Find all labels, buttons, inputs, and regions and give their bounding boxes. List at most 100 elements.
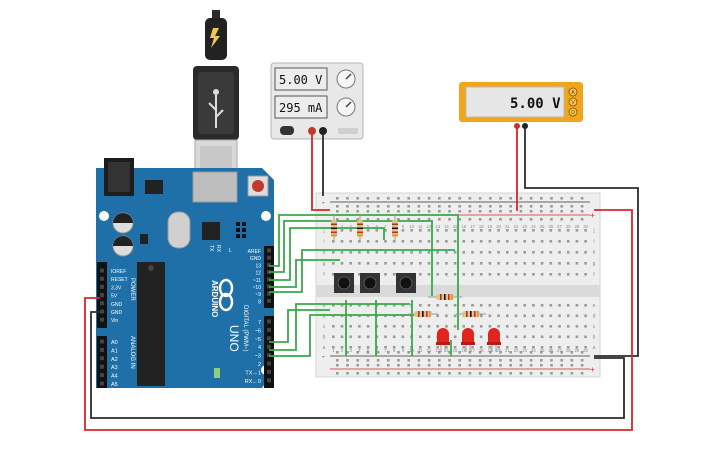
- grid-hole[interactable]: [462, 251, 466, 254]
- rail-hole[interactable]: [458, 359, 461, 362]
- grid-hole[interactable]: [584, 262, 587, 265]
- grid-hole[interactable]: [410, 262, 413, 265]
- grid-hole[interactable]: [479, 335, 483, 339]
- grid-hole[interactable]: [366, 240, 370, 243]
- grid-hole[interactable]: [358, 273, 361, 276]
- grid-hole[interactable]: [584, 325, 587, 328]
- rail-hole[interactable]: [356, 359, 359, 362]
- rail-hole[interactable]: [438, 205, 441, 208]
- grid-hole[interactable]: [427, 304, 431, 307]
- rail-hole[interactable]: [468, 210, 472, 213]
- grid-hole[interactable]: [497, 251, 500, 254]
- rail-hole[interactable]: [540, 359, 543, 362]
- rail-hole[interactable]: [519, 210, 523, 213]
- grid-hole[interactable]: [401, 335, 405, 339]
- rail-hole[interactable]: [458, 364, 461, 367]
- rail-hole[interactable]: [346, 197, 349, 200]
- meter-mode-button[interactable]: [568, 87, 578, 97]
- grid-hole[interactable]: [549, 314, 553, 318]
- rail-hole[interactable]: [478, 210, 482, 213]
- grid-hole[interactable]: [566, 325, 570, 328]
- grid-hole[interactable]: [436, 304, 439, 307]
- grid-hole[interactable]: [436, 273, 439, 276]
- grid-hole[interactable]: [584, 273, 587, 276]
- grid-hole[interactable]: [558, 335, 561, 339]
- rail-hole[interactable]: [550, 197, 553, 200]
- rail-hole[interactable]: [397, 372, 400, 375]
- header-pin[interactable]: [267, 319, 271, 324]
- rail-hole[interactable]: [336, 197, 339, 200]
- grid-hole[interactable]: [584, 335, 587, 339]
- rail-hole[interactable]: [540, 210, 543, 213]
- grid-hole[interactable]: [558, 304, 561, 307]
- grid-hole[interactable]: [540, 304, 544, 307]
- rail-hole[interactable]: [448, 210, 451, 213]
- grid-hole[interactable]: [401, 325, 405, 328]
- resistor[interactable]: [331, 215, 337, 242]
- rail-hole[interactable]: [489, 364, 492, 367]
- rail-hole[interactable]: [356, 197, 359, 200]
- rail-hole[interactable]: [397, 351, 400, 354]
- rail-hole[interactable]: [580, 364, 584, 367]
- rail-hole[interactable]: [387, 351, 390, 354]
- grid-hole[interactable]: [471, 346, 474, 349]
- grid-hole[interactable]: [419, 273, 422, 276]
- rail-hole[interactable]: [427, 372, 431, 375]
- grid-hole[interactable]: [566, 335, 570, 339]
- rail-hole[interactable]: [336, 364, 339, 367]
- grid-hole[interactable]: [453, 304, 457, 307]
- rail-hole[interactable]: [397, 218, 400, 221]
- rail-hole[interactable]: [560, 210, 563, 213]
- rail-hole[interactable]: [346, 205, 349, 208]
- grid-hole[interactable]: [358, 346, 361, 349]
- grid-hole[interactable]: [479, 240, 483, 243]
- header-pin[interactable]: [267, 344, 271, 349]
- header-pin[interactable]: [267, 327, 271, 332]
- rail-hole[interactable]: [397, 364, 400, 367]
- grid-hole[interactable]: [462, 273, 466, 276]
- grid-hole[interactable]: [488, 314, 492, 318]
- rail-hole[interactable]: [529, 372, 533, 375]
- rail-hole[interactable]: [489, 359, 492, 362]
- rail-hole[interactable]: [458, 205, 461, 208]
- rail-hole[interactable]: [560, 205, 563, 208]
- grid-hole[interactable]: [349, 229, 352, 232]
- grid-hole[interactable]: [558, 325, 561, 328]
- grid-hole[interactable]: [575, 229, 579, 232]
- rail-hole[interactable]: [376, 351, 380, 354]
- grid-hole[interactable]: [358, 325, 361, 328]
- grid-hole[interactable]: [471, 273, 474, 276]
- rail-hole[interactable]: [468, 364, 472, 367]
- grid-hole[interactable]: [523, 325, 526, 328]
- rail-hole[interactable]: [509, 210, 512, 213]
- rail-hole[interactable]: [529, 218, 533, 221]
- rail-hole[interactable]: [499, 364, 502, 367]
- rail-hole[interactable]: [489, 210, 492, 213]
- rail-hole[interactable]: [529, 197, 533, 200]
- rail-hole[interactable]: [407, 197, 410, 200]
- grid-hole[interactable]: [419, 304, 422, 307]
- rail-hole[interactable]: [519, 359, 523, 362]
- grid-hole[interactable]: [479, 314, 483, 318]
- grid-hole[interactable]: [566, 346, 570, 349]
- rail-hole[interactable]: [397, 205, 400, 208]
- rail-hole[interactable]: [407, 210, 410, 213]
- grid-hole[interactable]: [575, 346, 579, 349]
- grid-hole[interactable]: [575, 304, 579, 307]
- grid-hole[interactable]: [549, 240, 553, 243]
- grid-hole[interactable]: [497, 229, 500, 232]
- grid-hole[interactable]: [540, 273, 544, 276]
- grid-hole[interactable]: [349, 251, 352, 254]
- multimeter[interactable]: 5.00 V AVΩ: [459, 82, 583, 129]
- grid-hole[interactable]: [453, 240, 457, 243]
- rail-hole[interactable]: [458, 372, 461, 375]
- grid-hole[interactable]: [523, 273, 526, 276]
- rail-hole[interactable]: [438, 197, 441, 200]
- rail-hole[interactable]: [509, 359, 512, 362]
- rail-hole[interactable]: [427, 218, 431, 221]
- rail-hole[interactable]: [550, 359, 553, 362]
- rail-hole[interactable]: [427, 197, 431, 200]
- grid-hole[interactable]: [462, 240, 466, 243]
- header-pin[interactable]: [100, 364, 104, 369]
- grid-hole[interactable]: [540, 314, 544, 318]
